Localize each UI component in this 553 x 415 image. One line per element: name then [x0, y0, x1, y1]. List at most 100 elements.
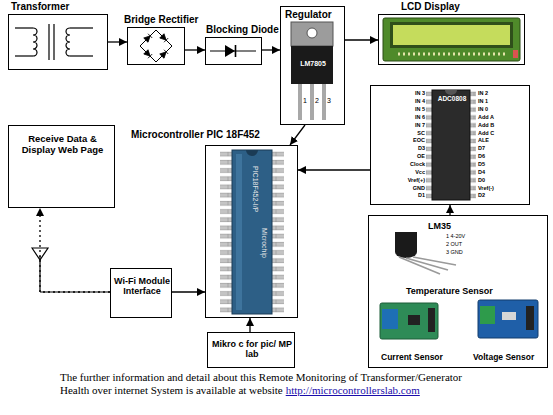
lead-wire: [15, 55, 33, 56]
pin-name: IN 3: [372, 90, 425, 96]
block-label: Blocking Diode: [206, 24, 279, 36]
chip-pins: [272, 150, 284, 314]
bridge-diamond: [140, 30, 172, 62]
lead-wire: [70, 55, 93, 56]
connector-arrow: [185, 49, 205, 50]
antenna-symbol: [32, 248, 110, 292]
block-label: Mikro c for pic/ MP lab: [210, 339, 294, 360]
pin-header: [526, 306, 534, 330]
chip-notch: [445, 90, 457, 95]
tab-hole: [307, 28, 317, 38]
core-line: [48, 24, 49, 60]
part-label: 3 GND: [446, 249, 463, 255]
to92-body: [395, 232, 417, 258]
block-box: Blocking Diode: [205, 37, 262, 65]
block-box: ADC0808: [370, 85, 530, 205]
lcd-pins: [398, 53, 505, 56]
diode-symbol: [210, 45, 256, 57]
part-label: Microchip: [260, 228, 268, 258]
pin-name: IN 4: [372, 98, 425, 104]
block-label: LM7805: [292, 60, 334, 68]
pin-name: IN 5: [372, 106, 425, 112]
part-label: PIC18F452-I/P: [251, 166, 259, 212]
pin-name: Clock: [372, 161, 425, 167]
connector-arrow: [172, 291, 205, 292]
part-label: 2: [315, 97, 319, 105]
chip-highlight: [236, 154, 242, 310]
lcd-pin-marker: [513, 50, 518, 58]
pin-name: D3: [372, 145, 425, 151]
pin-name: Add B: [478, 122, 494, 128]
pin-name: IN 2: [478, 90, 488, 96]
chip-pins: [220, 150, 232, 314]
pin-name: D7: [478, 145, 485, 151]
pin-name: IN 7: [372, 122, 425, 128]
block-label: Transformer: [11, 1, 69, 13]
block-box: RegulatorLM7805: [280, 6, 345, 125]
connector-arrow: [298, 169, 370, 170]
pic-chip-illustration: [220, 150, 284, 314]
regulator-leg: [322, 84, 326, 120]
secondary-coil: [66, 28, 70, 56]
diode-symbol: [160, 50, 168, 58]
caption-text: The further information and detail about…: [60, 371, 490, 397]
block-label: Voltage Sensor: [473, 353, 534, 363]
bridge-symbol: [140, 30, 172, 62]
lead-wire: [70, 27, 93, 28]
core-line: [53, 24, 54, 60]
pin-name: IN 6: [372, 114, 425, 120]
connector-arrow: [449, 205, 450, 215]
terminal-block: [382, 309, 398, 329]
pin-name: Vref(+): [372, 177, 425, 183]
block-label: Bridge Rectifier: [124, 14, 198, 26]
pin-name: Add A: [478, 114, 494, 120]
block-label: Regulator: [285, 9, 332, 21]
voltage-sensor-illustration: [478, 300, 538, 338]
lead-wire: [15, 27, 33, 28]
pin-name: Add C: [478, 130, 494, 136]
block-label: ADC0808: [432, 95, 472, 102]
sensor-board: [380, 303, 438, 339]
connector-arrow: [262, 49, 280, 50]
website-link: http://microcontrollerslab.com: [286, 384, 420, 397]
chip-pins: [470, 90, 476, 200]
regulator-illustration: [291, 22, 333, 120]
pin-name: D6: [478, 153, 485, 159]
pin-name: D4: [478, 169, 485, 175]
block-label: Receive Data & Display Web Page: [13, 134, 112, 156]
block-box: Mikro c for pic/ MP lab: [207, 332, 295, 368]
connector-arrow: [345, 39, 378, 40]
lcd-illustration: [383, 18, 520, 61]
diode-bar: [235, 45, 237, 57]
sensor-board: [478, 300, 538, 338]
pin-name: Vcc: [372, 169, 425, 175]
block-box: Wi-Fi Module Interface: [110, 268, 172, 318]
pin-name: SC: [372, 130, 425, 136]
sensor-chip: [408, 315, 420, 325]
terminal-block: [480, 306, 495, 324]
block-box: Receive Data & Display Web Page: [8, 125, 115, 208]
connector-arrow: [40, 208, 110, 292]
lcd-frame: [390, 22, 513, 48]
pin-name: OE: [372, 153, 425, 159]
connector-arrow: [290, 125, 305, 145]
part-label: 1: [303, 97, 307, 105]
pin-name: EOC: [372, 137, 425, 143]
pin-name: ALE: [478, 137, 489, 143]
block-label: LCD Display: [401, 1, 460, 13]
antenna-head: [32, 248, 48, 260]
pin-header: [428, 308, 435, 332]
regulator-leg: [310, 84, 314, 120]
diode-symbol: [144, 50, 152, 58]
pin-name: D2: [478, 192, 485, 198]
diode-symbol: [144, 34, 152, 42]
pin-name: D1: [372, 192, 425, 198]
regulator-body: [291, 46, 333, 84]
lcd-screen: [393, 25, 510, 45]
pin-name: IN 1: [478, 98, 488, 104]
lcd-board: [383, 18, 520, 61]
chip-body: [232, 150, 272, 314]
